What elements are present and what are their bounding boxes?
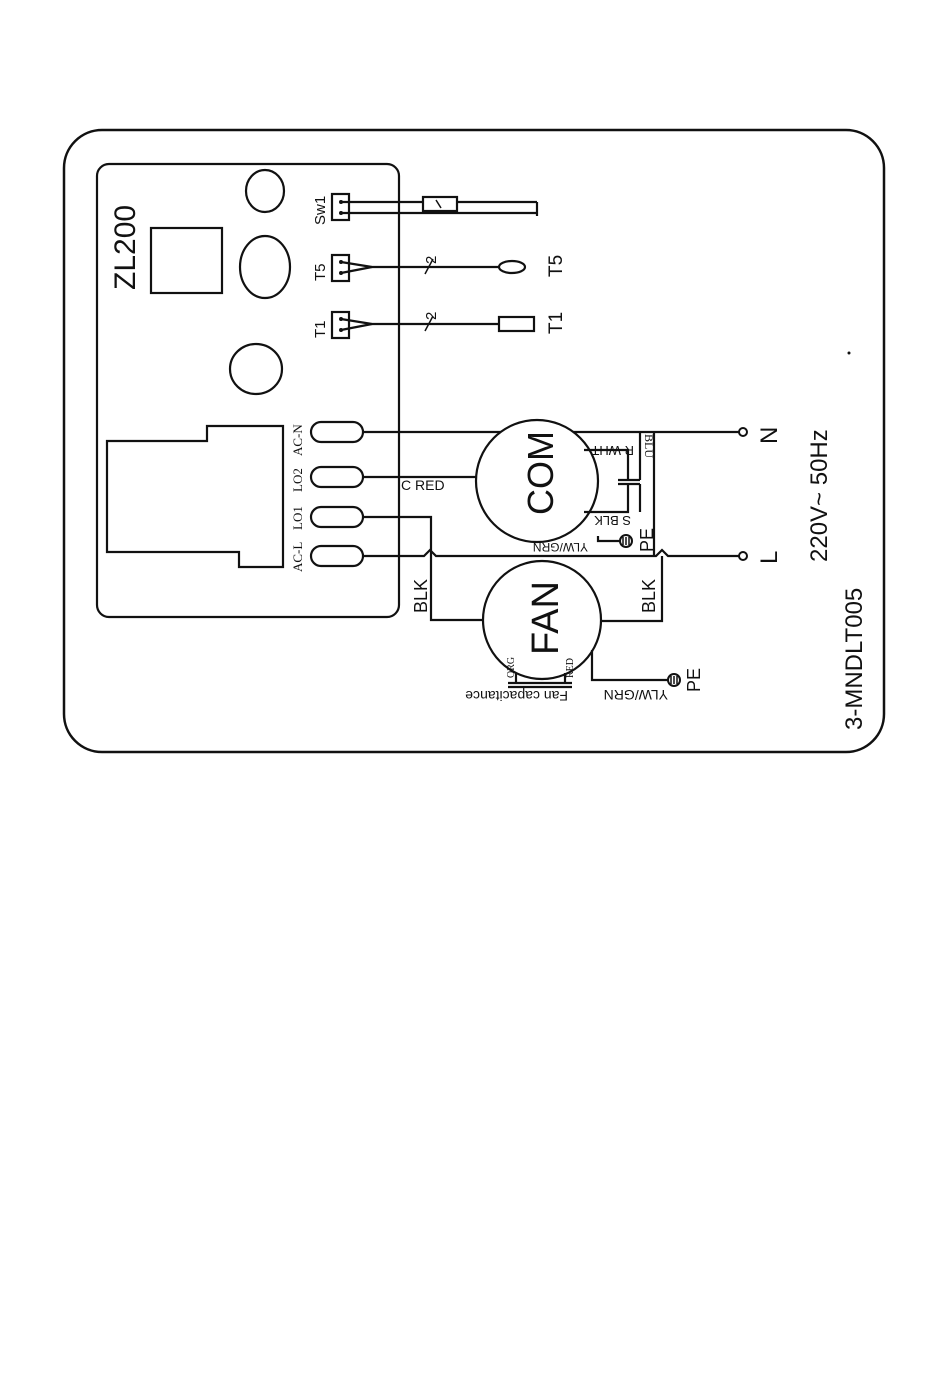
compressor-wire-r-wht: R WHT <box>591 443 634 458</box>
terminal-ac-n <box>311 422 363 442</box>
connector-label-ac-l: AC-L <box>290 542 305 572</box>
sw1-wiring <box>341 197 537 216</box>
diagram-id-label: 3-MNDLT005 <box>841 588 868 730</box>
supply-neutral-label: N <box>756 427 783 444</box>
fan-wire-blk-left: BLK <box>411 579 431 613</box>
compressor-ground-label: PE <box>637 528 657 552</box>
fan-cap-wire-org: ORG <box>506 657 517 678</box>
board-model-label: ZL200 <box>109 205 142 290</box>
compressor-wire-s-blk: S BLK <box>594 513 631 528</box>
connector-label-sw1: Sw1 <box>312 196 329 225</box>
connector-t5 <box>332 255 349 281</box>
compressor-ground-wire-label: YLW/GRN <box>533 540 588 554</box>
connector-label-lo2: LO2 <box>290 468 305 492</box>
t5-sensor <box>499 261 525 273</box>
terminal-l-point <box>739 552 747 560</box>
fan-cap-wire-red: RED <box>565 658 576 678</box>
fan-ground-label: PE <box>684 668 704 692</box>
stray-dot <box>848 352 851 355</box>
t5-sensor-label: T5 <box>546 255 567 277</box>
fan-wire-blk-right: BLK <box>639 579 659 613</box>
compressor-label: COM <box>520 431 561 515</box>
terminal-lo1 <box>311 507 363 527</box>
board-hole-middle <box>240 236 290 298</box>
t1-wire-count: 2 <box>423 312 440 320</box>
terminal-lo2 <box>311 467 363 487</box>
fan-capacitance-label: Fan capacitance <box>465 688 568 704</box>
board-chip <box>151 228 222 293</box>
connector-label-t5: T5 <box>312 263 329 281</box>
t5-wire-count: 2 <box>423 256 440 264</box>
compressor-wire-c-red: C RED <box>401 477 445 493</box>
connector-sw1 <box>332 194 349 220</box>
supply-voltage-label: 220V~ 50Hz <box>806 429 833 562</box>
connector-label-ac-n: AC-N <box>290 424 305 456</box>
connector-label-lo1: LO1 <box>290 506 305 530</box>
connector-label-t1: T1 <box>312 320 329 338</box>
t1-sensor <box>499 317 534 331</box>
connector-t1 <box>332 312 349 338</box>
t1-sensor-label: T1 <box>546 312 567 334</box>
board-hole-bottom <box>230 344 282 394</box>
terminal-ac-l <box>311 546 363 566</box>
fan-ground-wire-label: YLW/GRN <box>604 687 668 703</box>
relay-block <box>107 426 283 567</box>
supply-line-label: L <box>756 551 783 564</box>
terminal-n-point <box>739 428 747 436</box>
fan-label: FAN <box>525 581 567 655</box>
compressor-wire-blu: BLU <box>642 434 656 458</box>
sw1-switch <box>423 197 457 211</box>
board-hole-top <box>246 170 284 212</box>
